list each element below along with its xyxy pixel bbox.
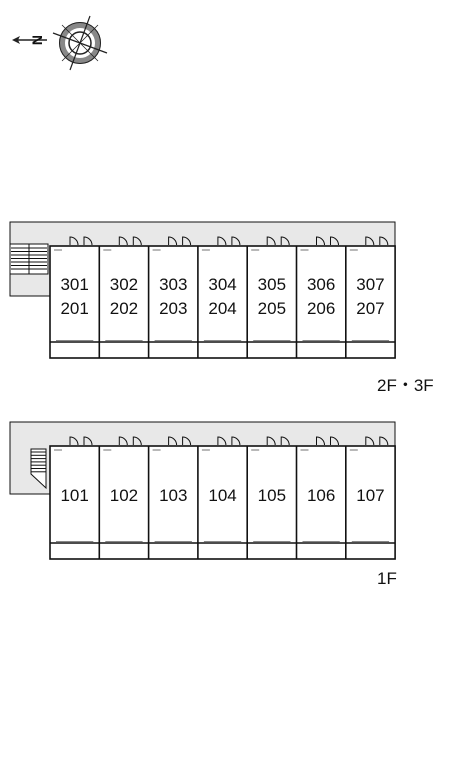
unit-number-304: 304: [208, 275, 236, 294]
door-icon: [118, 236, 128, 246]
unit-number-107: 107: [356, 486, 384, 505]
door-icon: [217, 436, 227, 446]
door-icon: [69, 236, 79, 246]
door-icon: [266, 436, 276, 446]
unit-number-301: 301: [60, 275, 88, 294]
door-icon: [83, 236, 93, 246]
floor-label-lower: 1F: [377, 569, 397, 588]
compass-axis: [61, 24, 99, 62]
unit-number-104: 104: [208, 486, 236, 505]
compass-ring: [59, 22, 101, 64]
unit-number-204: 204: [208, 299, 236, 318]
unit-number-302: 302: [110, 275, 138, 294]
compass-rose-icon: N: [12, 15, 108, 71]
unit-number-101: 101: [60, 486, 88, 505]
door-icon: [217, 236, 227, 246]
door-icon: [231, 436, 241, 446]
door-icon: [379, 436, 389, 446]
unit-number-303: 303: [159, 275, 187, 294]
unit-number-206: 206: [307, 299, 335, 318]
lower-building-outline: [49, 445, 396, 560]
door-icon: [266, 236, 276, 246]
door-icon: [379, 236, 389, 246]
lower-stairs-icon: [30, 448, 47, 490]
unit-number-306: 306: [307, 275, 335, 294]
door-icon: [118, 436, 128, 446]
north-label: N: [29, 35, 45, 45]
unit-number-207: 207: [356, 299, 384, 318]
unit-number-102: 102: [110, 486, 138, 505]
door-icon: [280, 436, 290, 446]
unit-number-205: 205: [258, 299, 286, 318]
door-icon: [69, 436, 79, 446]
upper-stairs-icon: [9, 243, 49, 275]
door-icon: [365, 236, 375, 246]
unit-number-307: 307: [356, 275, 384, 294]
upper-floor-plan: 301 201 302 202 303 203 304 204 305 205 306 206 307 2…: [9, 221, 396, 359]
compass-outer-edge: [59, 22, 101, 64]
door-icon: [132, 436, 142, 446]
north-arrow-head: [12, 36, 20, 44]
door-icon: [316, 436, 325, 446]
unit-number-202: 202: [110, 299, 138, 318]
door-icon: [231, 236, 241, 246]
upper-building-outline: [49, 245, 396, 359]
door-icon: [316, 236, 325, 246]
door-icon: [330, 236, 339, 246]
lower-floor-plan: 101 102 103 104 105 106 107: [9, 421, 396, 560]
unit-number-103: 103: [159, 486, 187, 505]
door-icon: [182, 236, 192, 246]
door-icon: [132, 236, 142, 246]
door-icon: [168, 436, 178, 446]
door-icon: [280, 236, 290, 246]
unit-number-201: 201: [60, 299, 88, 318]
floor-label-upper: 2F・3F: [377, 376, 434, 395]
door-icon: [168, 236, 178, 246]
unit-number-305: 305: [258, 275, 286, 294]
door-icon: [365, 436, 375, 446]
unit-number-203: 203: [159, 299, 187, 318]
door-icon: [83, 436, 93, 446]
door-icon: [330, 436, 339, 446]
door-icon: [182, 436, 192, 446]
unit-number-105: 105: [258, 486, 286, 505]
unit-number-106: 106: [307, 486, 335, 505]
